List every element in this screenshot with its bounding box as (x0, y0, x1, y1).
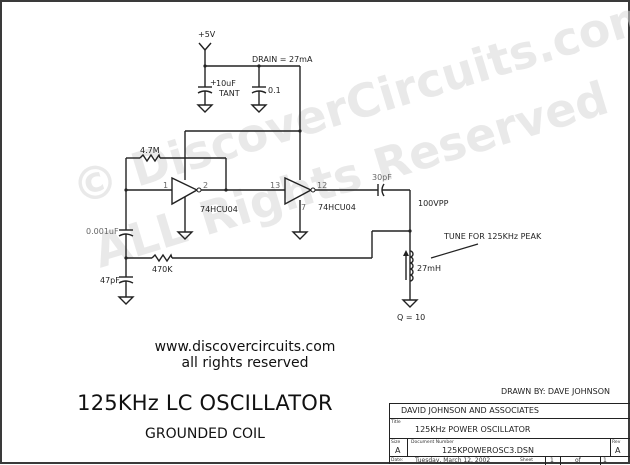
resistor-4-7m: 4.7M (125, 146, 227, 190)
svg-text:7: 7 (301, 203, 306, 212)
rev-value: A (615, 446, 621, 455)
drain-label: DRAIN = 27mA (252, 55, 313, 64)
title-label: Title (391, 420, 401, 425)
supply-5v: +5V (198, 30, 216, 66)
ic1-part-label: 74HCU04 (200, 205, 238, 214)
capacitor-30pf: 30pF (315, 173, 410, 197)
svg-text:+: + (210, 78, 217, 87)
watermark: © DiscoverCircuits.com ALL Rights Reserv… (65, 0, 630, 279)
resistor-470k: 470K (126, 253, 372, 274)
supply-label: +5V (198, 30, 216, 39)
svg-text:1: 1 (163, 181, 168, 190)
svg-text:13: 13 (270, 181, 280, 190)
r-feedback-label: 4.7M (140, 146, 160, 155)
inductor-27mh: 27mH (401, 250, 441, 308)
r-bias-label: 470K (152, 265, 173, 274)
of-label: of (575, 457, 581, 464)
ground-icon (117, 296, 135, 305)
capacitor-47pf: 47pF (100, 258, 135, 305)
sheet-total: 1 (603, 457, 607, 464)
supply-arrow-icon (198, 42, 212, 52)
tune-pointer (430, 243, 479, 259)
tune-note: TUNE FOR 125KHz PEAK (443, 232, 542, 241)
c-input-label: 0.001uF (86, 227, 119, 236)
c-bypass-value: 0.1 (268, 86, 281, 95)
size-value: A (395, 446, 401, 455)
drawn-by: DRAWN BY: DAVE JOHNSON (500, 387, 610, 396)
rights-text: all rights reserved (181, 355, 309, 371)
svg-text:12: 12 (317, 181, 327, 190)
sheet-label: Sheet (520, 458, 534, 463)
svg-text:2: 2 (203, 181, 208, 190)
date-value: Tuesday, March 12, 2002 (415, 457, 491, 464)
diagram-title: 125KHz LC OSCILLATOR (77, 391, 333, 415)
ground-icon (401, 299, 419, 308)
rev-label: Rev (612, 440, 621, 445)
ground-icon (291, 231, 309, 240)
q-factor-label: Q = 10 (397, 313, 425, 322)
ground-icon (176, 231, 194, 240)
docnum-value: 125KPOWEROSC3.DSN (442, 446, 534, 455)
sheet-value: 1 (550, 457, 554, 464)
inverter-u1: 1 2 74HCU04 (163, 176, 238, 240)
title-block-doc-row: Size A Document Number 125KPOWEROSC3.DSN… (390, 439, 630, 457)
title-block-title-row: Title 125KHz POWER OSCILLATOR (390, 419, 630, 439)
inverter-u2: 13 12 7 74HCU04 (270, 176, 356, 240)
tuning-arrow-icon (403, 250, 409, 256)
title-block: DAVID JOHNSON AND ASSOCIATES Title 125KH… (389, 403, 630, 465)
website-text: www.discovercircuits.com (154, 339, 336, 355)
capacitor-10uf-tant: + 10uF TANT (196, 66, 240, 113)
capacitor-0-001uf: 0.001uF (86, 190, 134, 260)
diagram-subtitle: GROUNDED COIL (145, 426, 265, 442)
ground-icon (196, 104, 214, 113)
title-block-date-row: Date: Tuesday, March 12, 2002 Sheet 1 of… (390, 457, 630, 465)
c-ground-label: 47pF (100, 276, 120, 285)
capacitor-0-1uf: 0.1 (250, 66, 281, 113)
title-value: 125KHz POWER OSCILLATOR (415, 425, 531, 434)
inductor-label: 27mH (417, 264, 441, 273)
date-label: Date: (391, 458, 404, 463)
size-label: Size (391, 440, 401, 445)
output-voltage-label: 100VPP (418, 199, 449, 208)
c-tant-value: 10uF (216, 79, 236, 88)
ground-icon (250, 104, 268, 113)
c-tant-type: TANT (218, 89, 240, 98)
docnum-label: Document Number (411, 440, 454, 445)
c-output-label: 30pF (372, 173, 392, 182)
ic2-part-label: 74HCU04 (318, 203, 356, 212)
title-block-company: DAVID JOHNSON AND ASSOCIATES (390, 404, 630, 419)
